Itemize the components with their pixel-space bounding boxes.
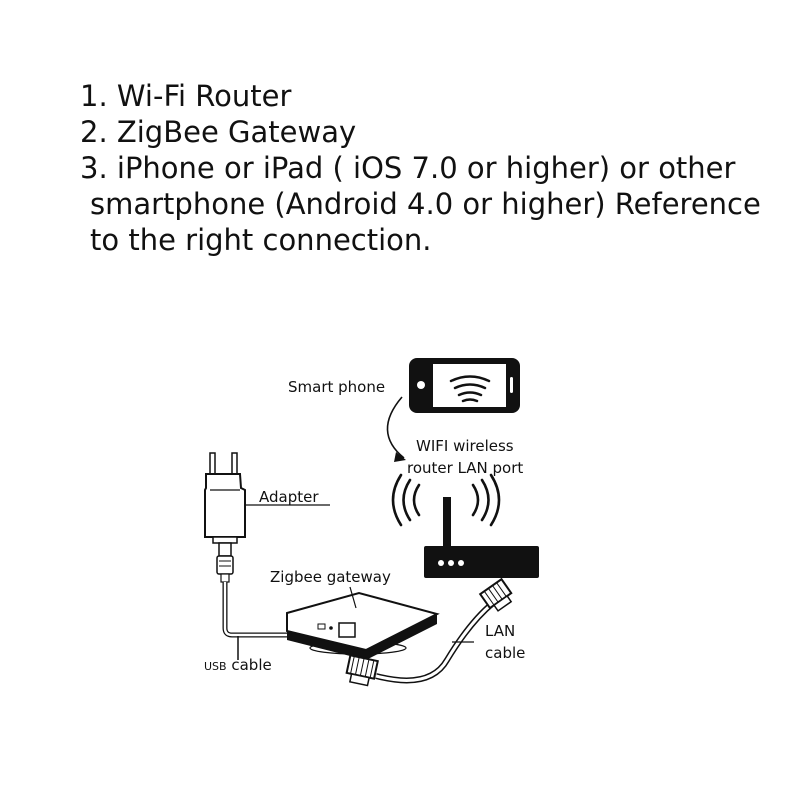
wifi-signal-icon (391, 473, 501, 527)
usb-plug-icon (216, 542, 234, 583)
instruction-list: 1. Wi-Fi Router 2. ZigBee Gateway 3. iPh… (80, 78, 761, 258)
wifi-label-line2: router LAN port (407, 459, 523, 477)
router-icon (424, 497, 539, 578)
instruction-line-5: to the right connection. (90, 223, 432, 257)
lan-label-line1: LAN (485, 622, 515, 640)
instruction-line-2: 2. ZigBee Gateway (80, 115, 357, 149)
instruction-line-1: 1. Wi-Fi Router (80, 79, 292, 113)
adapter-label: Adapter (259, 488, 319, 506)
lan-connector-icon (345, 577, 513, 687)
wifi-label-line1: WIFI wireless (416, 437, 514, 455)
lan-label-line2: cable (485, 644, 525, 662)
zigbee-gateway-label: Zigbee gateway (270, 568, 391, 586)
power-adapter-icon (204, 452, 330, 544)
zigbee-gateway-icon (286, 586, 440, 660)
usb-prefix: USB (204, 660, 227, 673)
instruction-line-4: smartphone (Android 4.0 or higher) Refer… (90, 187, 761, 221)
instruction-line-3: 3. iPhone or iPad ( iOS 7.0 or higher) o… (80, 151, 736, 185)
lan-cable (375, 600, 495, 684)
usb-suffix: cable (227, 656, 272, 674)
wifi-link-arrow (386, 396, 406, 462)
usb-cable-label: USB cable (204, 656, 272, 674)
smart-phone-label: Smart phone (288, 378, 385, 396)
smartphone-icon (409, 358, 520, 413)
usb-cable (222, 582, 300, 660)
